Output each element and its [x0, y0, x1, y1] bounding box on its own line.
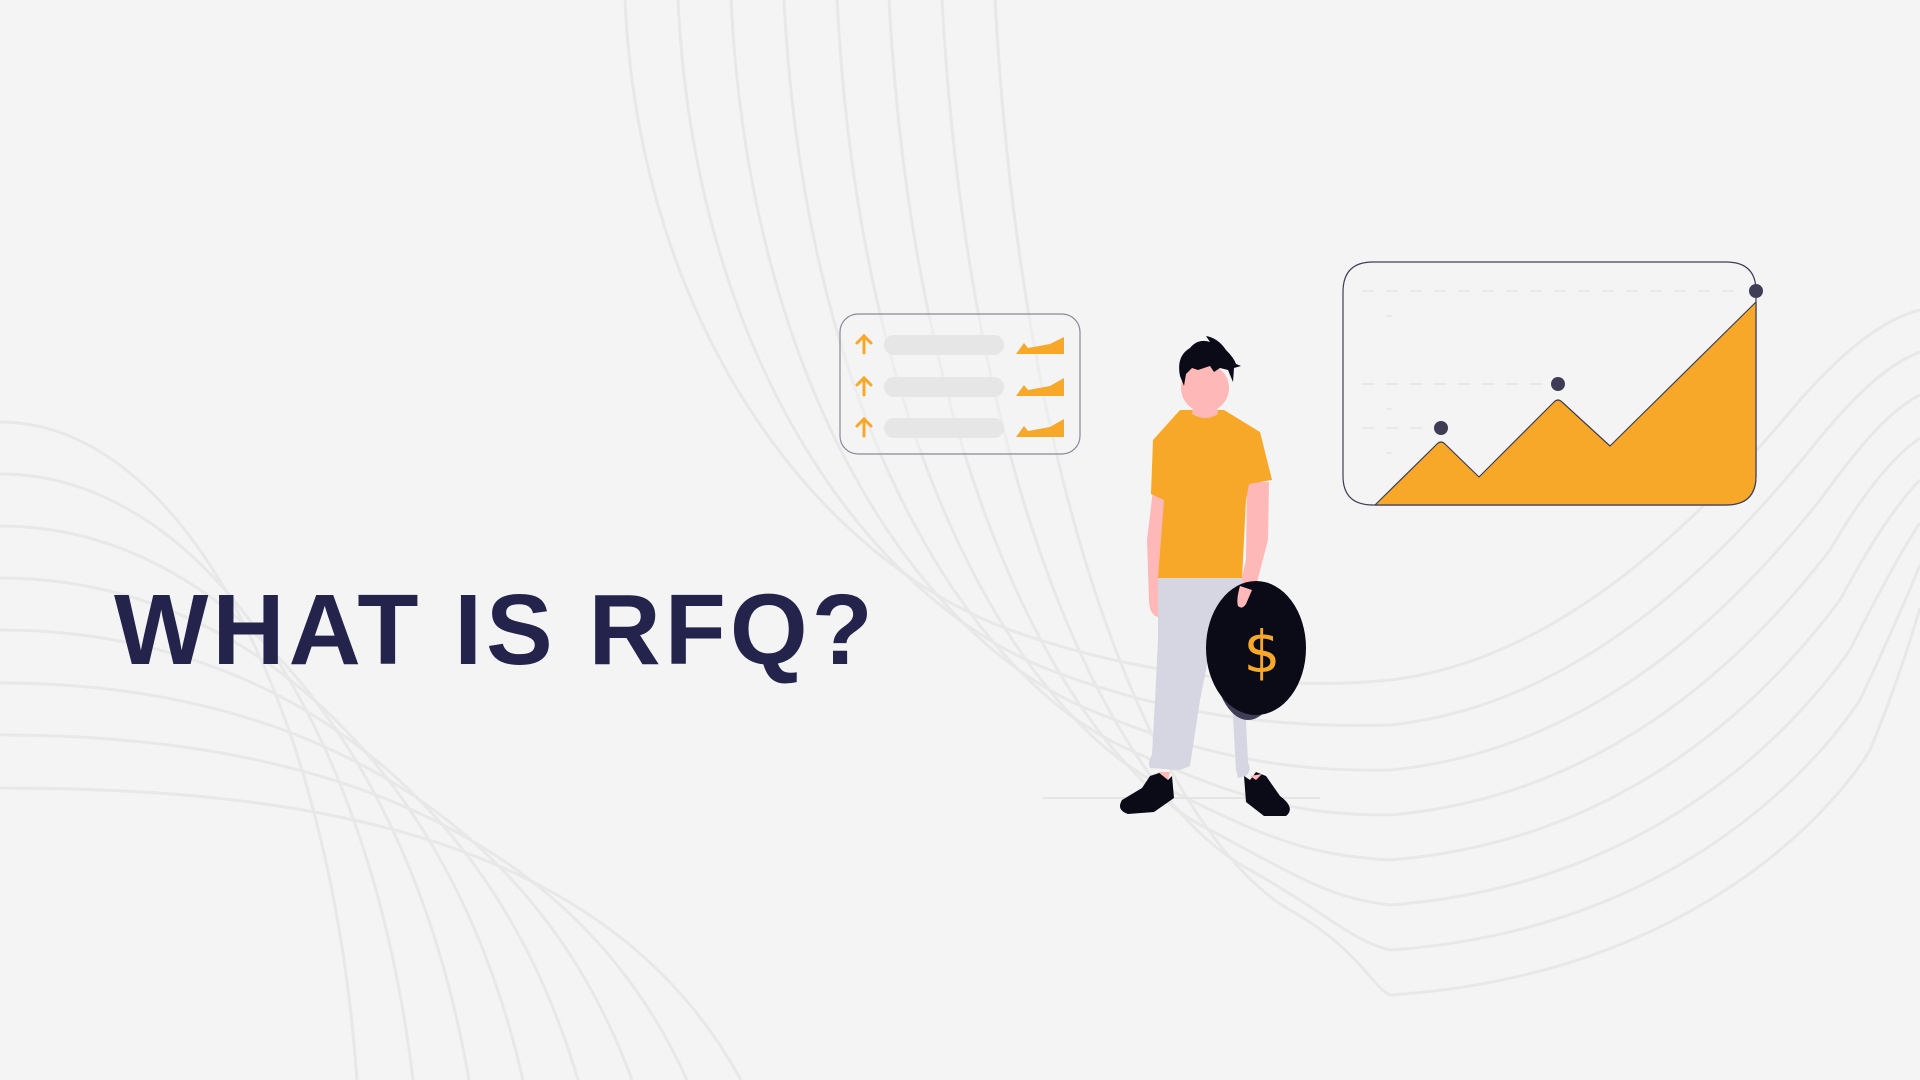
- data-marker: [1749, 284, 1763, 298]
- data-marker: [1551, 377, 1565, 391]
- arrow-up-icon: [855, 375, 873, 397]
- data-marker: [1434, 421, 1448, 435]
- list-row: [855, 416, 1064, 438]
- arrow-up-icon: [855, 333, 873, 355]
- area-series: [1374, 301, 1757, 506]
- placeholder-bar: [884, 335, 1004, 355]
- chart-card: [1342, 261, 1763, 506]
- list-row: [855, 333, 1064, 355]
- sparkline-icon: [1016, 378, 1064, 396]
- placeholder-bar: [884, 377, 1004, 397]
- sparkline-icon: [1016, 419, 1064, 437]
- sparkline-icon: [1016, 337, 1064, 354]
- list-row: [855, 375, 1064, 397]
- arrow-up-icon: [855, 416, 873, 438]
- coin: $: [1206, 581, 1306, 720]
- hand: [1237, 586, 1252, 608]
- person-figure: [1120, 336, 1290, 816]
- placeholder-bar: [884, 418, 1004, 438]
- dollar-sign-icon: $: [1244, 618, 1281, 686]
- list-card: [839, 313, 1081, 455]
- page-title: WHAT IS RFQ?: [114, 574, 877, 686]
